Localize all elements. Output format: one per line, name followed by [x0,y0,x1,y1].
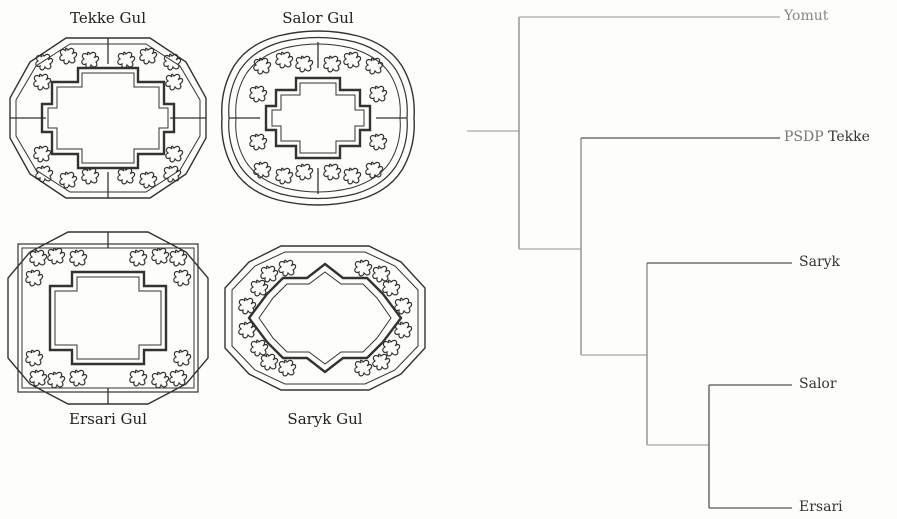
leaf-label-psdp: PSDP [784,129,824,145]
leaf-label-yomut: Yomut [784,8,829,24]
saryk-gul-motif [224,245,426,391]
tekke-gul-title: Tekke Gul [70,9,146,27]
leaf-label-ersari: Ersari [799,499,843,515]
leaf-label-psdp-tekke: PSDP Tekke [784,129,870,145]
ersari-gul-title: Ersari Gul [69,410,147,428]
phylogenetic-tree [467,16,792,509]
salor-gul-title: Salor Gul [282,9,354,27]
salor-gul-motif [221,30,415,206]
ersari-gul-motif [7,231,209,405]
saryk-gul-title: Saryk Gul [287,410,363,428]
leaf-label-tekke: Tekke [828,129,870,145]
tekke-gul-motif [9,37,207,199]
leaf-label-saryk: Saryk [799,254,841,270]
leaf-label-salor: Salor [799,376,837,392]
